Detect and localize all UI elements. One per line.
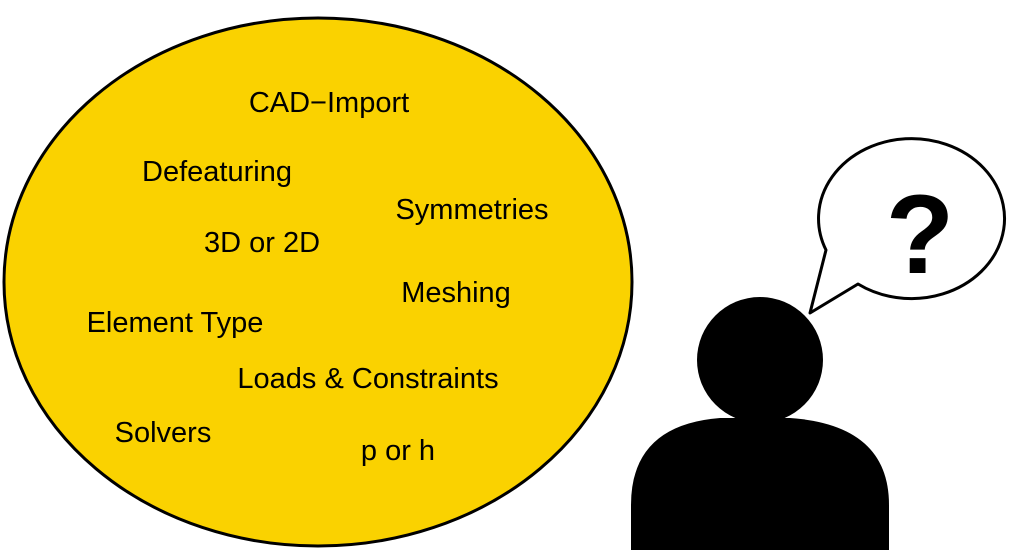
person-silhouette-icon [631,297,889,550]
topic-defeaturing: Defeaturing [142,156,292,188]
topic-3d-or-2d: 3D or 2D [204,227,320,259]
person-body [631,418,889,550]
topics-ellipse [2,16,634,548]
topic-element-type: Element Type [87,307,264,339]
topic-cad-import: CAD−Import [249,87,409,119]
person-head [697,297,823,423]
topic-symmetries: Symmetries [395,194,548,226]
topic-loads-constraints: Loads & Constraints [237,363,498,395]
topic-solvers: Solvers [115,417,212,449]
topic-p-or-h: p or h [361,435,435,467]
topic-meshing: Meshing [401,277,511,309]
speech-bubble-outline [808,137,1006,315]
question-mark-icon: ? [886,172,954,297]
speech-bubble: ? [808,137,1006,315]
